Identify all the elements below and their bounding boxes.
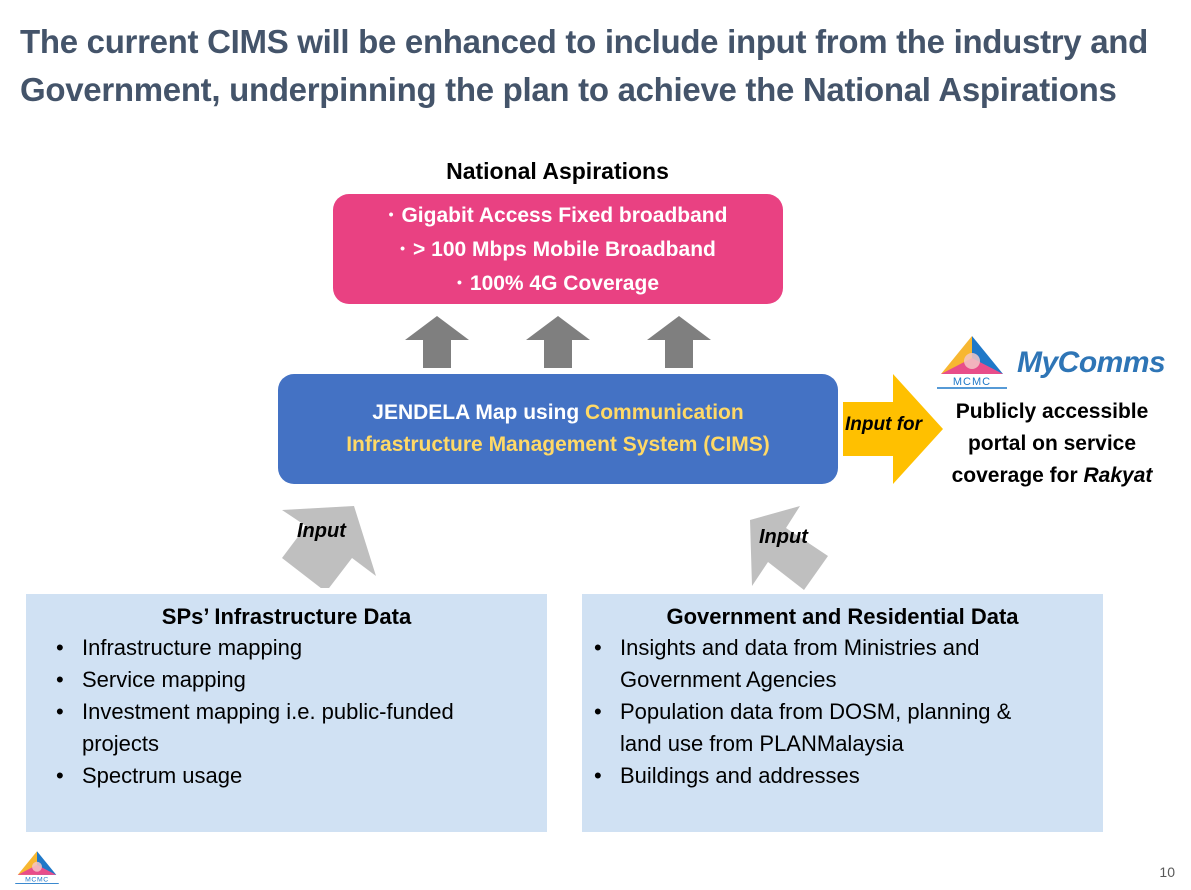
aspiration-item: •> 100 Mbps Mobile Broadband <box>400 238 716 261</box>
list-item: Insights and data from Ministries and Go… <box>594 632 1053 696</box>
mcmc-logo-icon: MCMC <box>937 336 1007 389</box>
input-arrow-left-icon <box>282 506 376 588</box>
list-item: Investment mapping i.e. public-funded pr… <box>56 696 547 760</box>
aspiration-item: •Gigabit Access Fixed broadband <box>388 204 728 227</box>
list-item: Population data from DOSM, planning & la… <box>594 696 1053 760</box>
gov-data-heading: Government and Residential Data <box>666 604 1019 629</box>
right-arrow-icon <box>843 374 943 484</box>
national-aspirations-heading: National Aspirations <box>446 158 669 184</box>
national-aspirations-box: •Gigabit Access Fixed broadband •> 100 M… <box>333 194 783 304</box>
gov-data-list: Insights and data from Ministries and Go… <box>582 632 1103 792</box>
input-arrow-right-icon <box>750 506 828 590</box>
bullet-icon: • <box>400 240 406 256</box>
mycomms-brand: MyComms <box>1017 346 1166 379</box>
up-arrow-icon <box>526 316 590 368</box>
sp-data-box: SPs’ Infrastructure Data Infrastructure … <box>26 594 547 832</box>
svg-text:MCMC: MCMC <box>25 877 49 884</box>
sp-data-heading: SPs’ Infrastructure Data <box>161 604 412 629</box>
bullet-icon: • <box>456 274 462 290</box>
input-label-left: Input <box>297 520 346 542</box>
input-label-right: Input <box>759 526 808 548</box>
svg-text:MCMC: MCMC <box>953 376 991 388</box>
gov-data-box: Government and Residential Data Insights… <box>582 594 1103 832</box>
bullet-icon: • <box>388 206 394 222</box>
page-number: 10 <box>1159 864 1175 880</box>
list-item: Service mapping <box>56 664 547 696</box>
cims-box: JENDELA Map using Communication Infrastr… <box>278 374 838 484</box>
cims-highlight: Communication <box>585 401 744 424</box>
aspiration-item: •100% 4G Coverage <box>456 272 659 295</box>
input-for-label: Input for <box>845 414 923 435</box>
list-item: Infrastructure mapping <box>56 632 547 664</box>
slide-title: The current CIMS will be enhanced to inc… <box>20 23 1148 108</box>
up-arrow-icon <box>405 316 469 368</box>
portal-description: Publicly accessible portal on service co… <box>951 400 1153 487</box>
list-item: Buildings and addresses <box>594 760 1053 792</box>
cims-highlight: Infrastructure Management System (CIMS) <box>346 433 770 456</box>
list-item: Spectrum usage <box>56 760 547 792</box>
footer-mcmc-logo-icon: MCMC <box>15 851 59 885</box>
up-arrow-icon <box>647 316 711 368</box>
cims-prefix: JENDELA Map using <box>372 401 586 424</box>
sp-data-list: Infrastructure mapping Service mapping I… <box>26 632 547 792</box>
